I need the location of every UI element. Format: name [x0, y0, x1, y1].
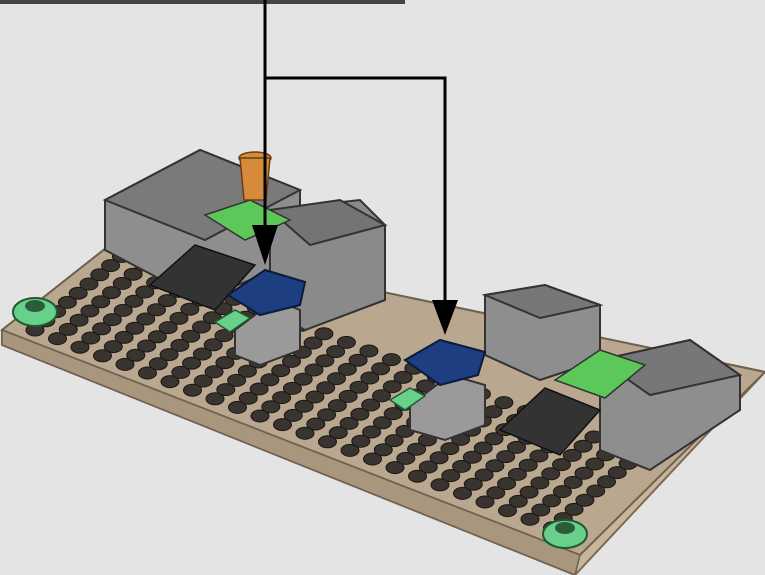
- lego-stud-icon: [495, 397, 513, 409]
- lego-stud-icon: [382, 354, 400, 366]
- lego-stud-icon: [360, 345, 378, 357]
- callout-bar: [0, 0, 405, 4]
- lego-stud-icon: [337, 336, 355, 348]
- lego-stud-icon: [315, 328, 333, 340]
